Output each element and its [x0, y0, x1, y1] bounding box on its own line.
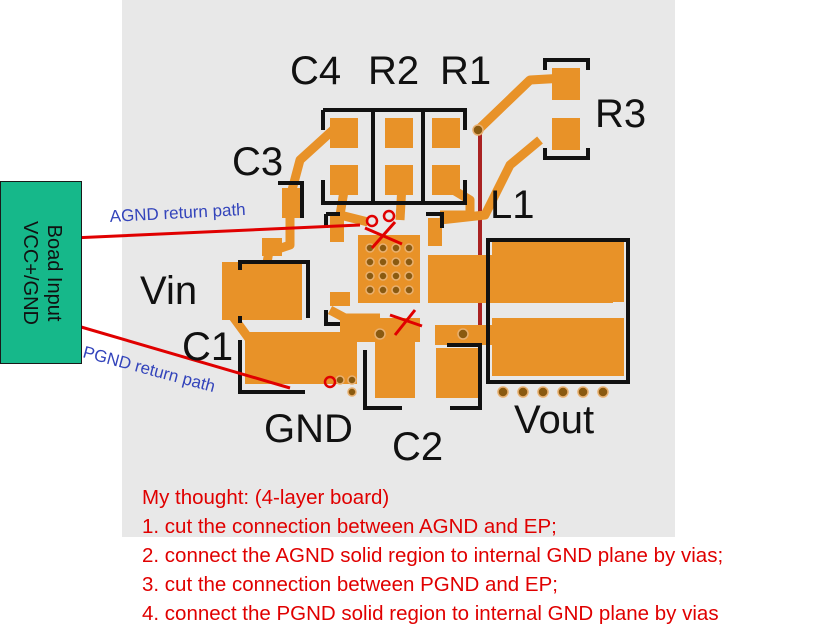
ground-marker-vias	[323, 209, 396, 389]
pgnd-return-arrow	[63, 320, 291, 390]
cut-marks	[364, 221, 423, 336]
label-r3: R3	[595, 92, 646, 136]
label-c3: C3	[232, 140, 283, 184]
notes-item-3: 3. cut the connection between PGND and E…	[142, 573, 558, 596]
agnd-return-arrow	[71, 223, 361, 242]
label-vin: Vin	[140, 269, 197, 313]
label-vout: Vout	[514, 398, 594, 442]
copper-pads	[222, 68, 624, 398]
board-input-box: Boad Input VCC+/GND	[0, 181, 82, 364]
notes-item-1: 1. cut the connection between AGND and E…	[142, 515, 557, 538]
label-gnd: GND	[264, 407, 353, 451]
board-input-line2: VCC+/GND	[19, 221, 41, 325]
label-c1: C1	[182, 325, 233, 369]
label-l1: L1	[490, 183, 535, 227]
label-c4: C4	[290, 49, 341, 93]
vias	[335, 124, 609, 398]
notes-item-2: 2. connect the AGND solid region to inte…	[142, 544, 724, 567]
label-r2: R2	[368, 49, 419, 93]
label-r1: R1	[440, 49, 491, 93]
silkscreen-outlines	[238, 58, 630, 410]
notes-item-4: 4. connect the PGND solid region to inte…	[142, 602, 719, 625]
notes-title: My thought: (4-layer board)	[142, 486, 390, 509]
label-c2: C2	[392, 425, 443, 469]
board-input-line1: Boad Input	[43, 224, 65, 322]
board-input-label: Boad Input VCC+/GND	[18, 221, 66, 325]
